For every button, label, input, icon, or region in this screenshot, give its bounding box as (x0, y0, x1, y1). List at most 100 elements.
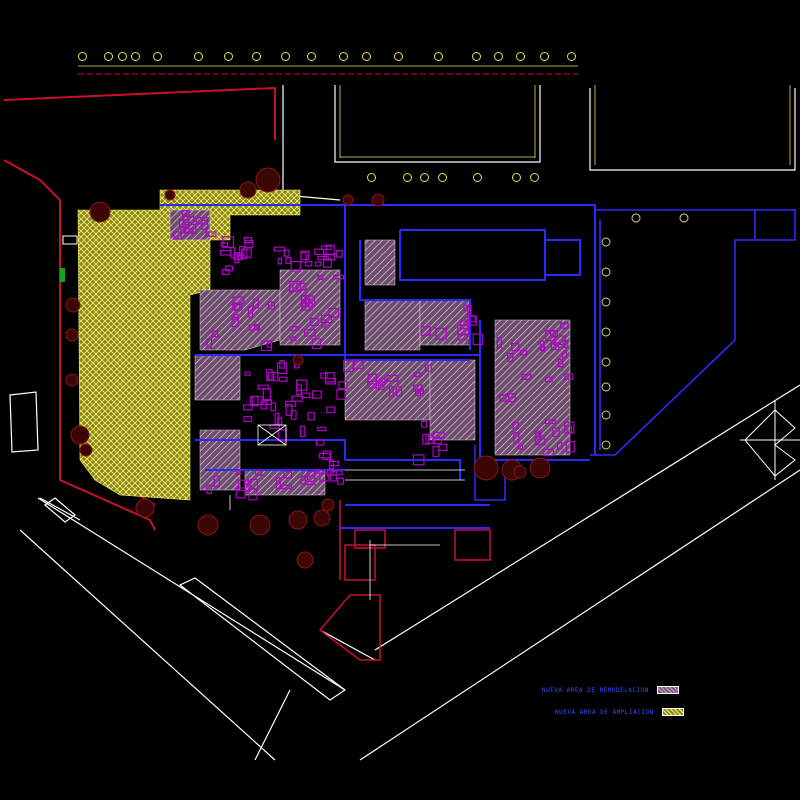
furniture-block (320, 314, 333, 324)
furniture-block (420, 326, 431, 336)
furniture-block (262, 388, 272, 401)
furniture-block (343, 360, 354, 373)
furniture-block (206, 484, 212, 494)
grid-axis-bubble-icon (567, 52, 576, 61)
furniture-block (317, 275, 324, 281)
furniture-block (543, 448, 554, 457)
furniture-block (290, 410, 297, 420)
furniture-block (290, 261, 301, 272)
tree-icon (313, 509, 331, 527)
grid-axis-bubble-icon (434, 52, 443, 61)
furniture-block (324, 253, 336, 261)
furniture-block (325, 377, 337, 385)
remodel-areas (169, 209, 571, 496)
grid-axis-bubble-icon (601, 327, 611, 337)
furniture-block (289, 326, 300, 331)
grid-axis-bubble-icon (281, 52, 290, 61)
furniture-block (317, 426, 327, 432)
grid-axis-bubble-icon (631, 213, 641, 223)
furniture-block (267, 301, 275, 310)
tree-icon (135, 498, 155, 518)
furniture-block (511, 342, 520, 352)
furniture-block (267, 371, 275, 381)
furniture-block (457, 334, 468, 341)
tree-icon (473, 455, 499, 481)
furniture-block (413, 372, 423, 378)
furniture-block (317, 255, 329, 261)
furniture-block (320, 372, 328, 379)
furniture-block (233, 303, 243, 311)
furniture-block (413, 384, 423, 392)
grid-axis-bubble-icon (224, 52, 233, 61)
legend-expansion-label: NUEVA AREA DE AMPLIACION (555, 708, 654, 716)
furniture-block (321, 319, 327, 328)
furniture-block (275, 477, 281, 489)
furniture-block (300, 251, 307, 263)
grid-axis-bubble-icon (540, 52, 549, 61)
grid-axis-bubble-icon (131, 52, 140, 61)
tree-icon (65, 297, 81, 313)
grid-axis-bubble-icon (473, 173, 482, 182)
furniture-block (304, 260, 313, 267)
furniture-block (307, 411, 315, 421)
furniture-block (222, 236, 234, 249)
furniture-blocks (173, 210, 575, 501)
grid-axis-bubble-icon (601, 267, 611, 277)
furniture-block (241, 248, 252, 258)
furniture-block (512, 421, 519, 430)
tree-icon (65, 328, 79, 342)
tree-icon (239, 181, 257, 199)
furniture-block (424, 364, 432, 372)
furniture-block (519, 350, 528, 356)
furniture-block (260, 401, 268, 410)
furniture-block (534, 430, 542, 438)
legend-expansion: NUEVA AREA DE AMPLIACION (555, 708, 684, 716)
furniture-block (277, 362, 288, 375)
furniture-block (505, 393, 516, 403)
furniture-block (273, 246, 285, 252)
grid-axis-bubble-icon (420, 173, 429, 182)
furniture-block (314, 261, 322, 267)
furniture-block (300, 475, 307, 485)
grid-axis-bubble-icon (252, 52, 261, 61)
furniture-block (328, 308, 340, 318)
grid-axis-bubble-icon (438, 173, 447, 182)
furniture-block (232, 296, 245, 304)
furniture-block (467, 315, 476, 323)
furniture-block (290, 336, 297, 342)
north-arrow-icon (740, 400, 800, 480)
furniture-block (274, 412, 280, 425)
furniture-block (173, 231, 182, 240)
tree-icon (296, 551, 314, 569)
furniture-block (534, 438, 546, 446)
furniture-block (277, 416, 283, 426)
building-walls (160, 204, 596, 529)
furniture-block (386, 374, 399, 382)
furniture-block (247, 305, 254, 318)
furniture-block (318, 452, 331, 459)
furniture-block (230, 246, 236, 259)
furniture-block (262, 399, 273, 406)
grid-axis-bubble-icon (78, 52, 87, 61)
furniture-block (320, 245, 332, 251)
furniture-block (213, 475, 220, 488)
furniture-block (337, 477, 345, 485)
furniture-block (463, 304, 471, 312)
furniture-block (333, 274, 345, 280)
furniture-block (565, 440, 575, 453)
furniture-block (255, 469, 263, 476)
grid-axis-bubble-icon (394, 52, 403, 61)
furniture-block (285, 400, 297, 407)
tree-icon (164, 189, 176, 201)
furniture-block (552, 427, 560, 437)
grid-axis-bubble-icon (601, 440, 611, 450)
furniture-block (225, 265, 234, 272)
furniture-block (285, 403, 293, 416)
grid-axis-bubble-icon (104, 52, 113, 61)
grid-axis-bubble-icon (118, 52, 127, 61)
furniture-block (306, 470, 316, 482)
furniture-block (206, 338, 213, 350)
furniture-block (205, 231, 217, 237)
grid-axis-bubble-icon (339, 52, 348, 61)
furniture-block (562, 340, 568, 349)
